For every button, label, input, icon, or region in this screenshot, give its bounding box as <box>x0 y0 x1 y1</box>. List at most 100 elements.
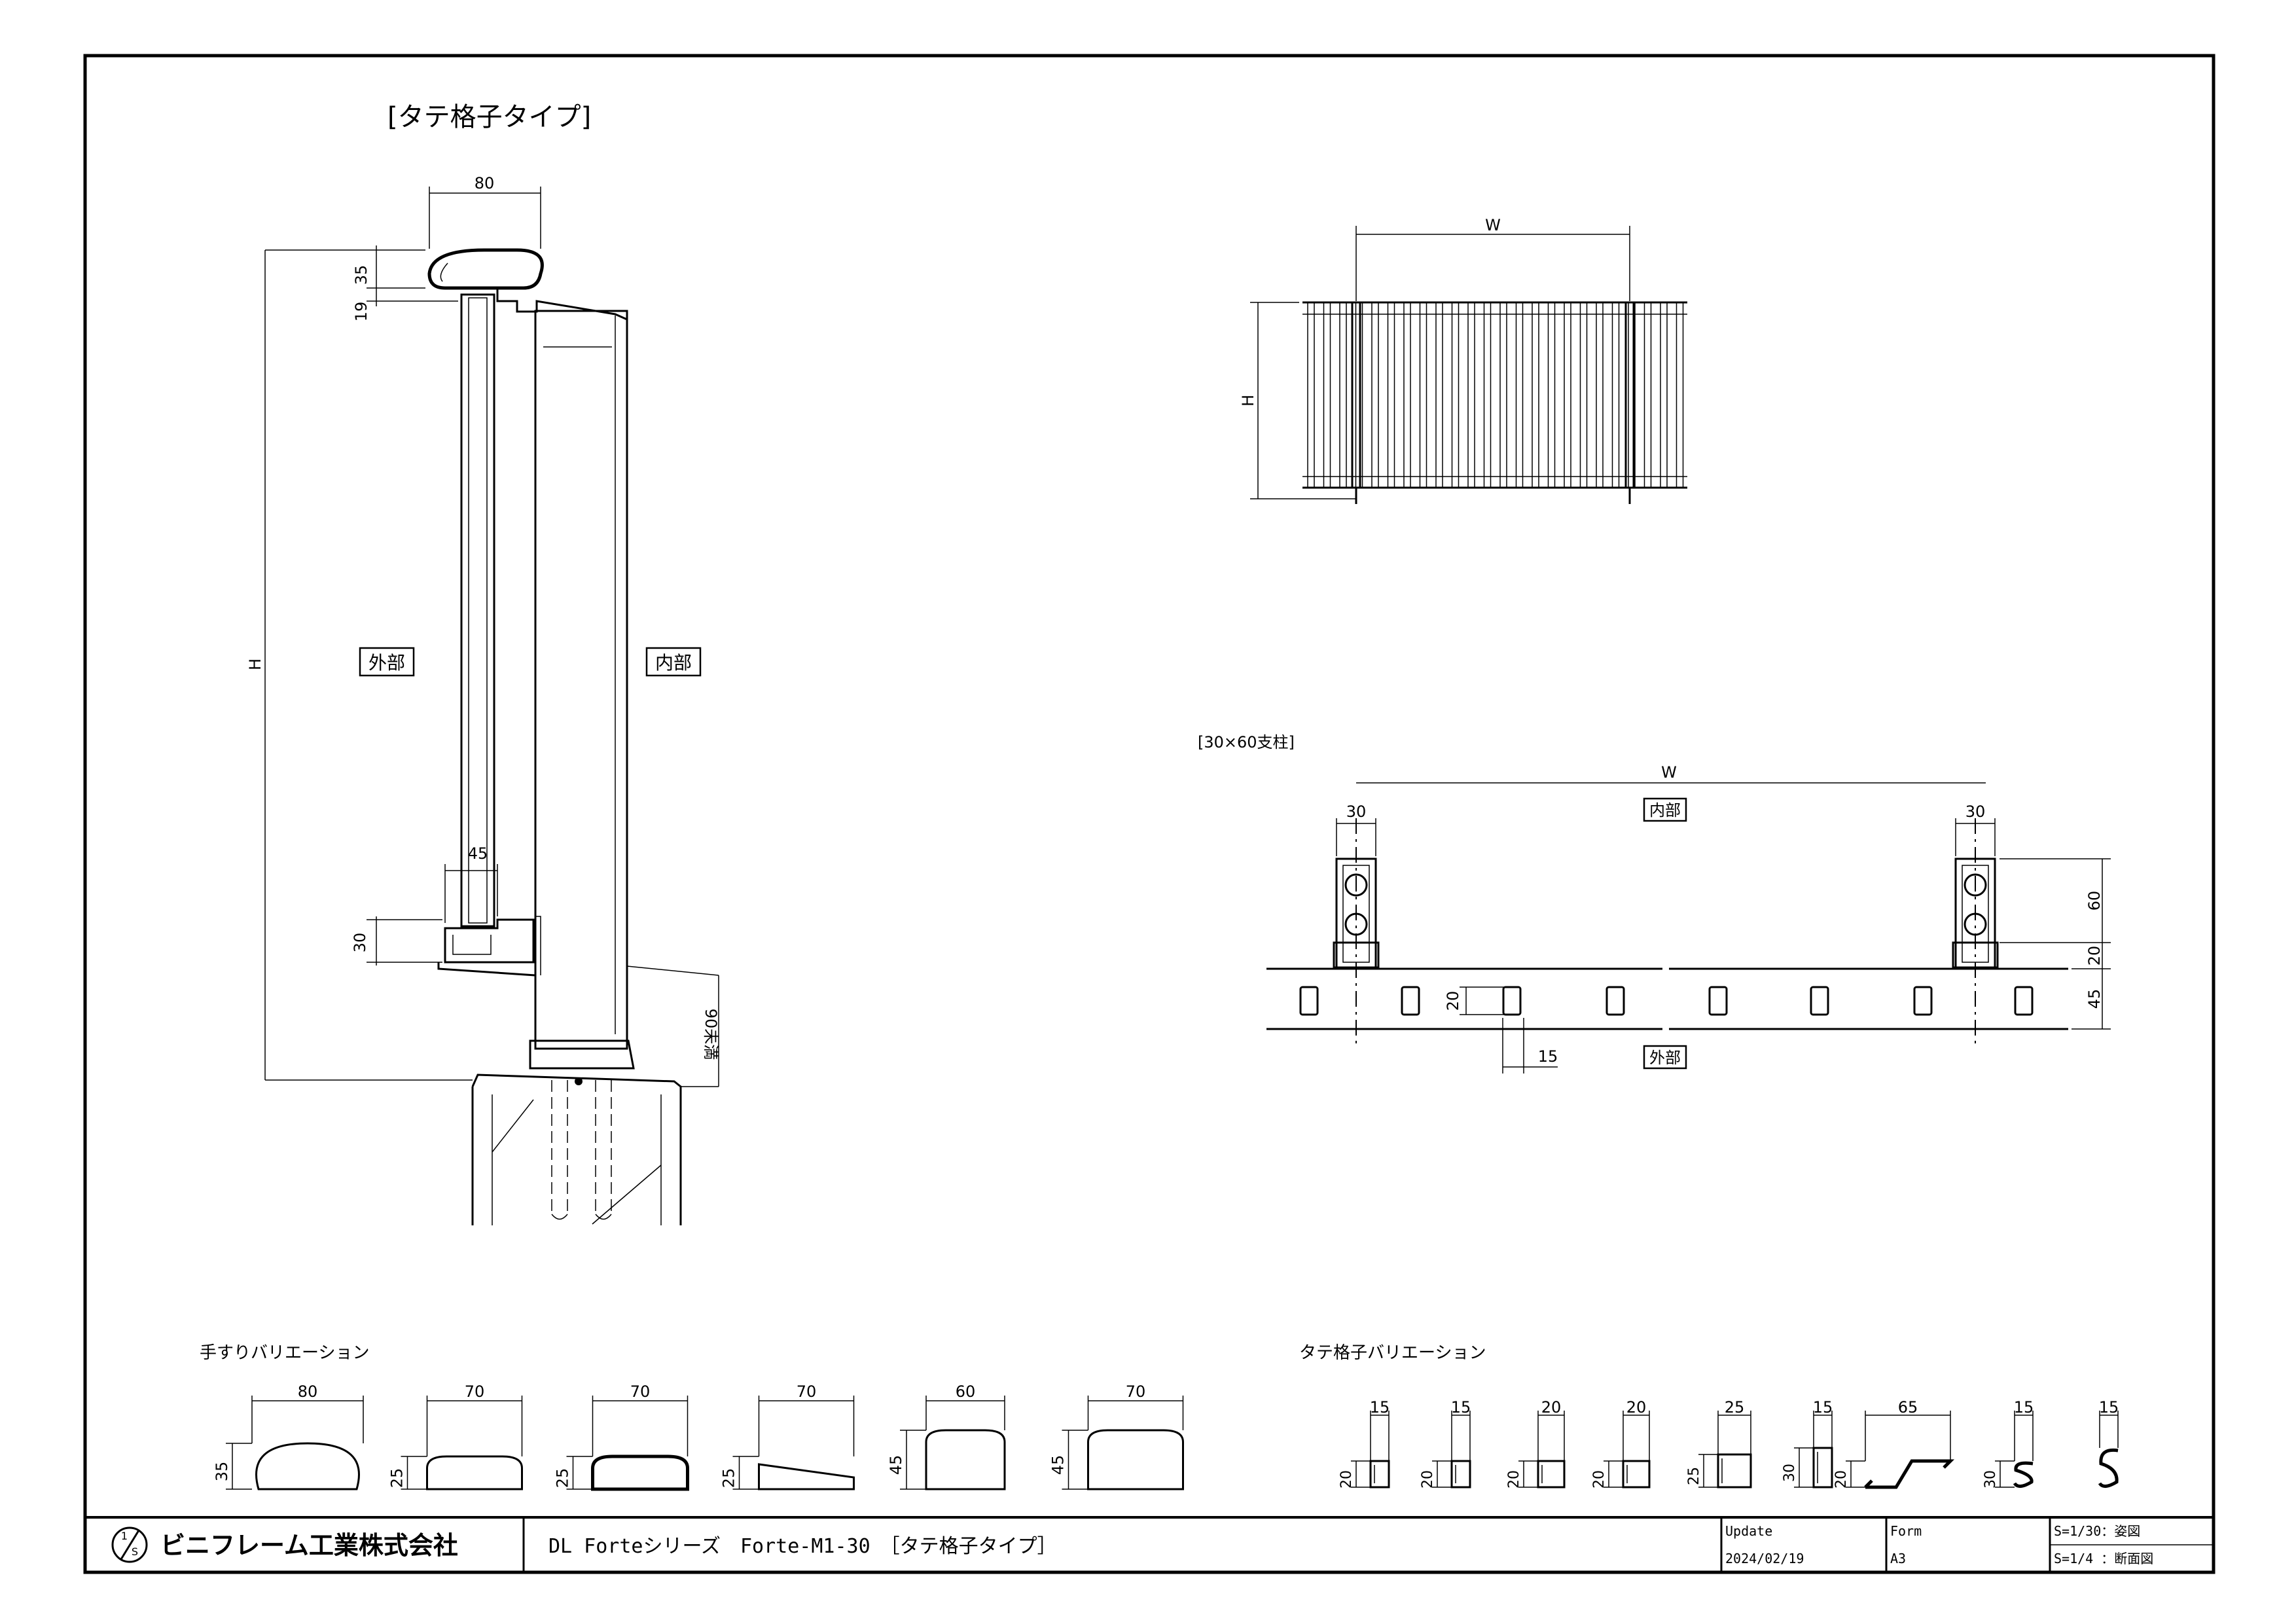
baluster-profile <box>1369 1460 1390 1489</box>
handrail-profile <box>1087 1429 1184 1490</box>
title-block: 1 S ビニフレーム工業株式会社 DL Forteシリーズ Forte-M1-3… <box>85 1516 2214 1572</box>
handrail-height-label: 25 <box>554 1468 572 1489</box>
baluster-profile <box>1717 1453 1752 1489</box>
front-baluster <box>1643 302 1652 488</box>
plan-baluster <box>1401 986 1420 1016</box>
plan-baluster <box>1810 986 1829 1016</box>
front-baluster <box>1579 302 1588 488</box>
baluster-height-label: 25 <box>1686 1467 1702 1485</box>
plan-dim-15: 15 <box>1538 1047 1558 1066</box>
baluster-width-label: 15 <box>1451 1398 1471 1416</box>
baluster-variations-title: タテ格子バリエーション <box>1299 1343 1486 1363</box>
dim-30: 30 <box>351 933 369 953</box>
plan-dim-post-left: 30 <box>1346 803 1367 821</box>
plan-label-exterior: 外部 <box>1649 1049 1681 1067</box>
front-baluster <box>1547 302 1556 488</box>
product-name: DL Forteシリーズ Forte-M1-30 ［タテ格子タイプ］ <box>548 1535 1057 1558</box>
front-baluster <box>1467 302 1475 488</box>
front-post <box>1624 301 1635 489</box>
dim-total-height: H <box>246 659 264 670</box>
plan-baluster <box>1913 986 1933 1016</box>
handrail-width-label: 60 <box>956 1382 976 1401</box>
baluster-height-label: 20 <box>1420 1470 1436 1489</box>
handrail-profile <box>758 1463 855 1490</box>
plan-baluster <box>1605 986 1625 1016</box>
baluster-profile <box>1450 1460 1471 1489</box>
front-baluster <box>1499 302 1507 488</box>
dim-top-width: 80 <box>475 174 495 192</box>
handrail-width-label: 80 <box>298 1382 318 1401</box>
baluster-width-label: 15 <box>2099 1398 2119 1416</box>
handrail-width-label: 70 <box>465 1382 485 1401</box>
plan-view: [30×60支柱] W <box>1198 733 2111 1074</box>
handrail-profile <box>925 1429 1006 1490</box>
baluster-height-label: 20 <box>1338 1470 1355 1489</box>
plan-dim-post-right: 30 <box>1965 803 1986 821</box>
plan-balusters <box>1299 986 2034 1016</box>
baluster-width-label: 15 <box>2014 1398 2034 1416</box>
baluster-profile <box>1864 1459 1955 1489</box>
front-baluster <box>1515 302 1524 488</box>
company-logo: 1 S <box>111 1526 148 1563</box>
baluster-variation-item: 25 25 <box>1686 1398 1752 1489</box>
front-baluster <box>1403 302 1411 488</box>
handrail-width-label: 70 <box>1126 1382 1146 1401</box>
section-elevation: 80 35 19 H 45 30 90未満 外部 内部 <box>246 174 720 1225</box>
handrail-variation-item: 80 35 <box>213 1382 364 1490</box>
front-balusters <box>1307 301 1684 489</box>
baluster-width-label: 20 <box>1541 1398 1562 1416</box>
label-interior: 内部 <box>655 652 692 674</box>
front-baluster <box>1419 302 1427 488</box>
front-dim-width: W <box>1485 216 1501 234</box>
label-exterior: 外部 <box>368 652 405 674</box>
baluster-variations: タテ格子バリエーション 1520152020202020252515306520… <box>1299 1343 2119 1489</box>
front-baluster <box>1435 302 1443 488</box>
plan-dim-20-left: 20 <box>1444 991 1462 1011</box>
handrail-height-label: 45 <box>887 1455 905 1475</box>
baluster-width-label: 20 <box>1626 1398 1647 1416</box>
handrail-profile <box>255 1442 360 1490</box>
handrail-width-label: 70 <box>630 1382 651 1401</box>
front-baluster <box>1483 302 1492 488</box>
baluster-height-label: 20 <box>1833 1470 1850 1489</box>
company-name: ビニフレーム工業株式会社 <box>160 1531 458 1560</box>
plan-baluster <box>1299 986 1319 1016</box>
baluster-width-label: 15 <box>1813 1398 1833 1416</box>
handrail-width-label: 70 <box>797 1382 817 1401</box>
handrail-height-label: 25 <box>720 1468 738 1489</box>
form-label: Form <box>1890 1523 1922 1539</box>
front-baluster <box>1387 302 1395 488</box>
front-baluster <box>1611 302 1620 488</box>
plan-label-interior: 内部 <box>1649 801 1681 820</box>
baluster-height-label: 20 <box>1506 1470 1522 1489</box>
baluster-profile <box>2013 1461 2034 1488</box>
front-baluster <box>1307 302 1315 488</box>
front-baluster <box>1339 302 1347 488</box>
front-view: W H <box>1239 216 1687 504</box>
handrail-height-label: 35 <box>213 1462 231 1482</box>
dim-45: 45 <box>468 844 488 863</box>
front-baluster <box>1660 302 1668 488</box>
svg-text:1: 1 <box>121 1530 128 1542</box>
baluster-profile <box>2098 1448 2119 1488</box>
plan-dim-60: 60 <box>2085 891 2104 911</box>
drawing-title: [タテ格子タイプ] <box>387 102 591 132</box>
front-baluster <box>1596 302 1604 488</box>
front-dim-height: H <box>1239 395 1257 406</box>
baluster-width-label: 25 <box>1725 1398 1745 1416</box>
handrail-variations-title: 手すりバリエーション <box>200 1343 369 1363</box>
scale-2: S=1/4 ：断面図 <box>2054 1551 2153 1566</box>
front-baluster <box>1564 302 1571 488</box>
front-baluster <box>1532 302 1539 488</box>
baluster-height-label: 30 <box>1982 1470 1999 1489</box>
baluster-profile <box>1537 1460 1566 1489</box>
front-baluster <box>1371 302 1379 488</box>
front-baluster <box>1451 302 1460 488</box>
